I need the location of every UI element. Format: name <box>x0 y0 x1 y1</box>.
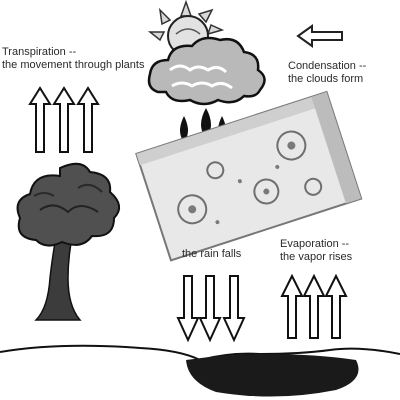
precipitation-desc: the rain falls <box>182 248 242 260</box>
tree-icon <box>16 162 121 321</box>
condensation-title: Condensation -- <box>288 60 367 72</box>
cloud-icon <box>147 36 266 106</box>
condensation-label: Condensation -- the clouds form <box>288 60 366 86</box>
arrow-up-icon <box>280 273 348 339</box>
evaporation-desc: the vapor rises <box>280 251 353 263</box>
evaporation-title: Evaporation -- <box>280 238 350 250</box>
arrow-up-icon <box>28 86 100 153</box>
precipitation-label: the rain falls <box>182 248 241 261</box>
arrow-left-icon <box>296 24 343 48</box>
arrow-down-icon <box>176 275 246 343</box>
cup-icon <box>135 90 363 262</box>
evaporation-label: Evaporation -- the vapor rises <box>280 238 352 264</box>
condensation-desc: the clouds form <box>288 73 364 85</box>
transpiration-title: Transpiration -- <box>2 46 77 58</box>
ground-pool <box>0 344 400 397</box>
transpiration-desc: the movement through plants <box>2 59 145 71</box>
transpiration-label: Transpiration -- the movement through pl… <box>2 46 144 72</box>
